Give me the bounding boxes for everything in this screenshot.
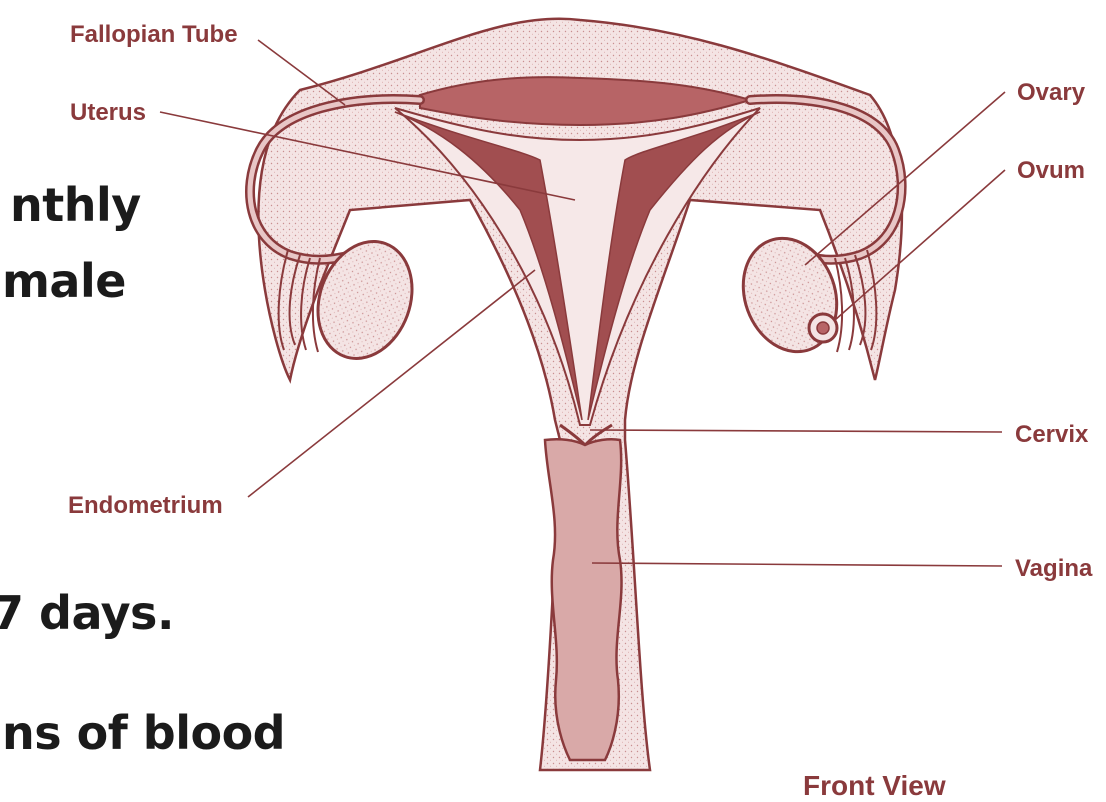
label-uterus: Uterus: [70, 99, 146, 126]
label-fallopian-tube: Fallopian Tube: [70, 21, 238, 48]
label-ovary: Ovary: [1017, 79, 1086, 106]
uterine-cavity: [395, 108, 760, 425]
leader-vagina: [592, 563, 1002, 566]
label-vagina: Vagina: [1015, 555, 1093, 582]
label-cervix: Cervix: [1015, 421, 1089, 448]
label-endometrium: Endometrium: [68, 492, 223, 519]
vagina: [545, 439, 622, 760]
label-ovum: Ovum: [1017, 157, 1085, 184]
ovum-nucleus: [817, 322, 829, 334]
leader-cervix: [590, 430, 1002, 432]
label-front-view: Front View: [803, 770, 946, 801]
